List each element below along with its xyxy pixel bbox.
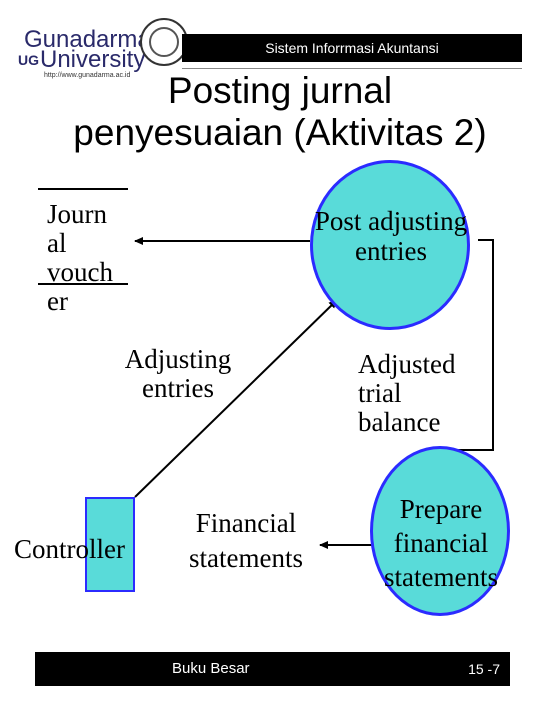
- adjusting-entries-label: Adjusting entries: [124, 344, 232, 403]
- post-adjusting-label: Post adjusting entries: [314, 206, 468, 266]
- flow-controller-to-post: [134, 299, 338, 498]
- university-seal-icon: [140, 18, 188, 66]
- prepare-statements-label: Prepare financial statements: [384, 494, 498, 592]
- footer-section-label: Buku Besar: [172, 660, 250, 677]
- header-rule: [182, 68, 522, 69]
- logo-prefix: UG: [18, 52, 39, 68]
- logo-text-line1: Gunadarma: [24, 26, 151, 53]
- university-logo: Gunadarma UG University http://www.gunad…: [14, 22, 184, 80]
- slide-title-line2: penyesuaian (Aktivitas 2): [73, 112, 487, 153]
- footer-bar: [35, 652, 510, 686]
- journal-voucher-top-line: [38, 188, 128, 190]
- adjusted-trial-balance-label: Adjusted trial balance: [358, 349, 456, 437]
- prepare-statements-process: [370, 446, 510, 616]
- journal-voucher-label: Journ al vouch er: [47, 199, 113, 316]
- controller-entity: [85, 497, 135, 592]
- page-number: 15 -7: [468, 661, 500, 677]
- course-title: Sistem Inforrmasi Akuntansi: [265, 40, 439, 56]
- logo-url: http://www.gunadarma.ac.id: [44, 72, 131, 79]
- slide-title-line1: Posting jurnal: [167, 70, 393, 111]
- financial-statements-label: Financial statements: [189, 508, 303, 573]
- post-adjusting-process: [310, 160, 470, 330]
- logo-text-line2: University: [40, 46, 146, 73]
- header-bar: [182, 34, 522, 62]
- journal-voucher-bottom-line: [38, 283, 128, 285]
- controller-label: Controller: [14, 534, 125, 564]
- slide-title: Posting jurnal penyesuaian (Aktivitas 2): [20, 70, 540, 154]
